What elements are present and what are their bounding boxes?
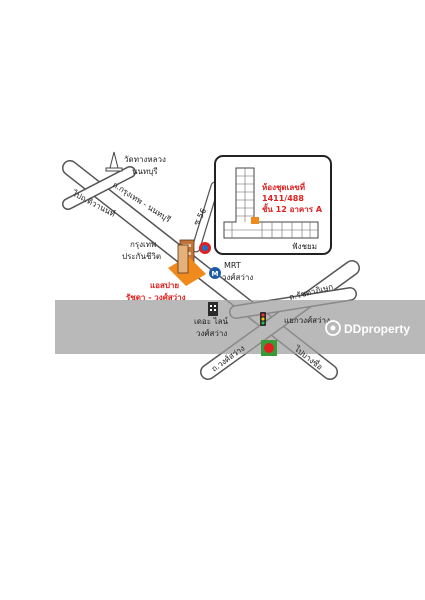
insurance-label-2: ประกันชีวิต [122,252,161,261]
watermark-brand: DDproperty [344,322,410,336]
condo-label-2: รัชดา - วงศ์สว่าง [126,292,186,302]
temple-label-1: วัดทางหลวง [124,155,166,164]
condo-label-1: แอสปาย [150,281,179,290]
condo-marker-icon [168,244,206,286]
unit-line-3: ชั้น 12 อาคาร A [262,203,323,214]
highlighted-unit [251,217,259,224]
unit-line-1: ห้องชุดเลขที่ [262,181,305,193]
mrt-label-1: MRT [224,261,241,270]
temple-label-2: นนทบุรี [132,167,158,176]
mall-label-1: เดอะ ไลน์ [194,316,229,326]
mrt-label-2: วงศ์สว่าง [222,272,253,282]
shop-icon [261,340,277,356]
inset-corridor-label: ฟังชยม [292,242,317,251]
mrt-icon: M [209,267,221,279]
unit-line-2: 1411/488 [262,194,304,203]
mall-label-2: วงศ์สว่าง [196,328,227,338]
floorplan-inset: ห้องชุดเลขที่ 1411/488 ชั้น 12 อาคาร A ฟ… [214,155,332,255]
watermark-band [55,300,425,354]
traffic-light-icon [260,312,266,326]
insurance-label-1: กรุงเทพ [130,240,156,249]
ddproperty-logo-icon [325,320,341,336]
temple-icon [105,151,123,172]
intersection-label: แยกวงศ์สว่าง [284,315,330,325]
gas-station-icon [199,242,211,254]
mall-icon [208,302,218,316]
svg-text:M: M [212,270,219,278]
